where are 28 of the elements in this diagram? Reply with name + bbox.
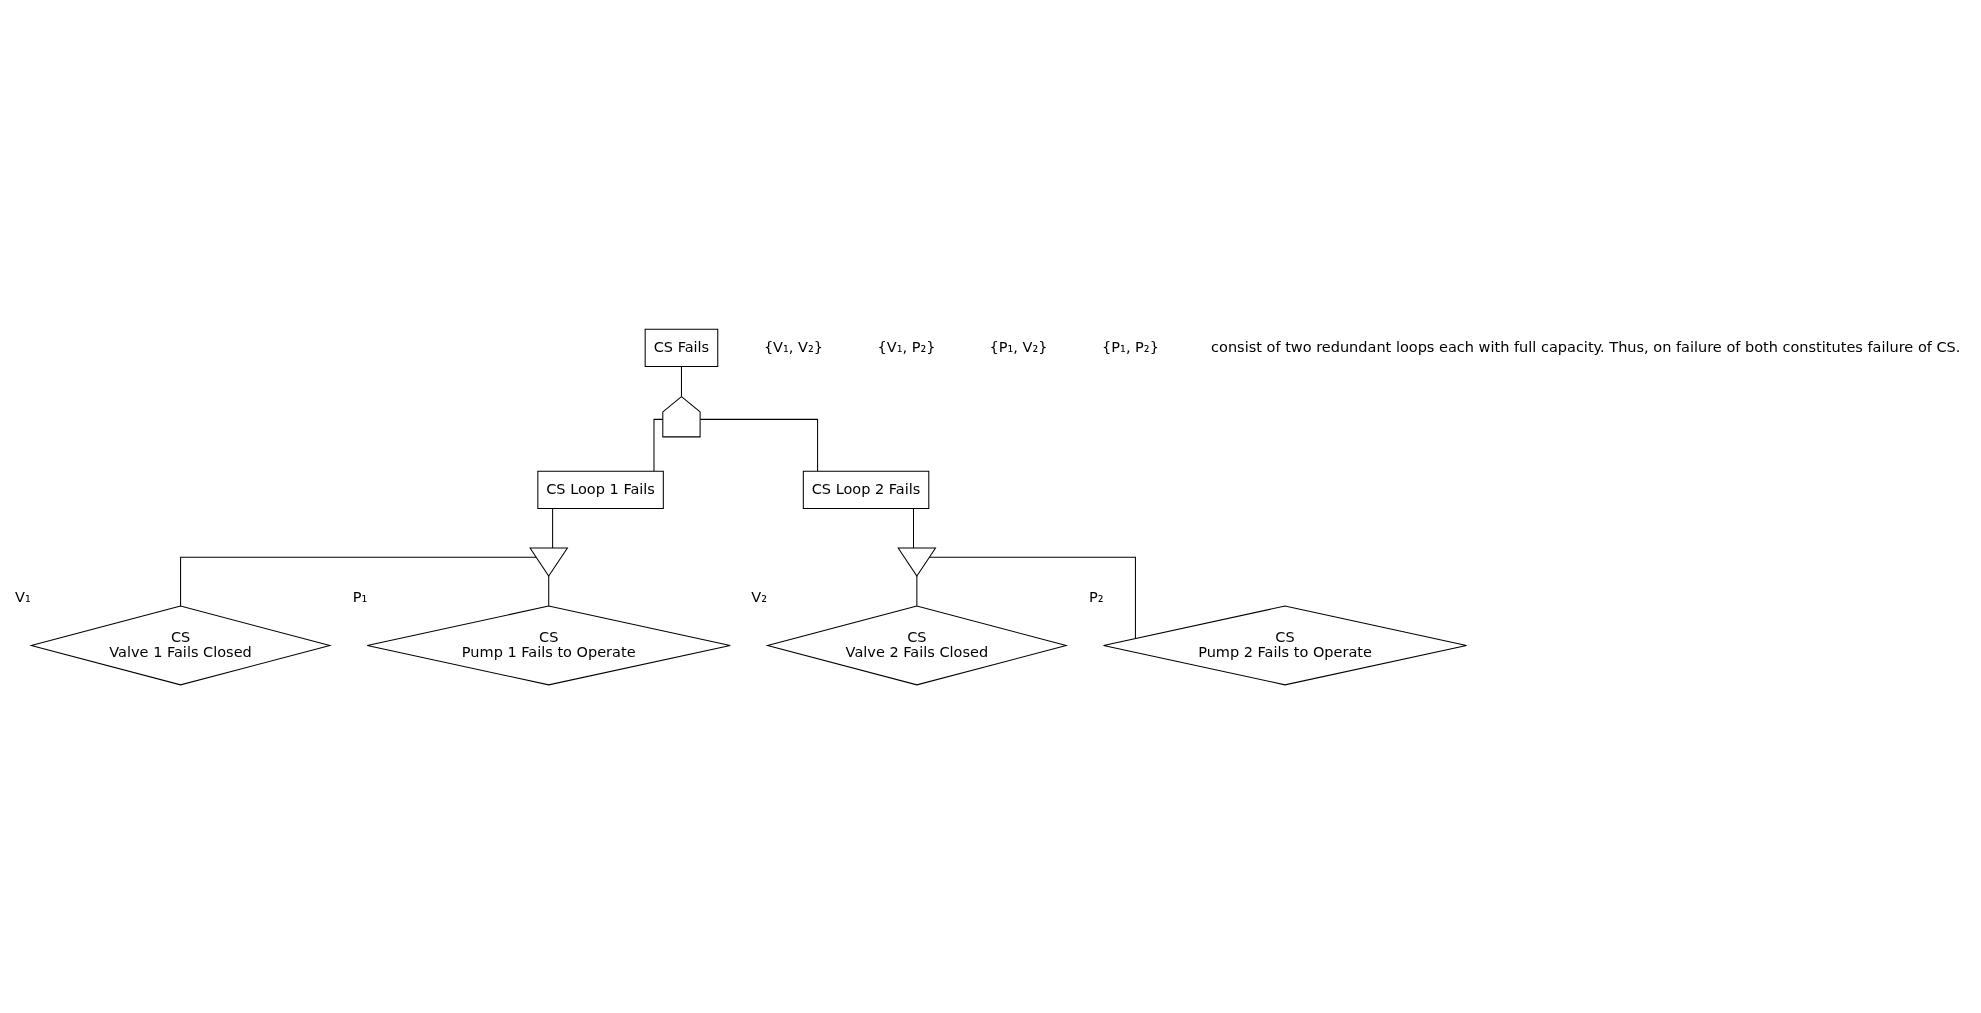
label: {V₁, P₂} (877, 338, 936, 355)
connector (916, 574, 918, 606)
connector (929, 556, 1136, 639)
node-box: CS Loop 2 Fails (802, 470, 930, 509)
label: {P₁, P₂} (1102, 338, 1159, 355)
connector (548, 574, 550, 606)
connector (180, 556, 537, 607)
node-diamond: CS Valve 2 Fails Closed (765, 605, 1069, 685)
node-box: CS Loop 1 Fails (537, 470, 664, 509)
node-label: V₂ (751, 588, 768, 605)
node-and-gate (662, 395, 701, 437)
node-label: V₁ (15, 588, 31, 605)
connector (913, 507, 914, 548)
node-diamond: CS Pump 1 Fails to Operate (366, 605, 731, 685)
node-or-gate (897, 546, 937, 577)
node-box: CS Fails (644, 328, 719, 367)
connector (653, 418, 664, 471)
node-diamond: CS Valve 1 Fails Closed (29, 605, 332, 685)
connector (552, 507, 554, 548)
node-or-gate (529, 546, 569, 577)
label: {V₁, V₂} (763, 338, 824, 355)
node-diamond: CS Pump 2 Fails to Operate (1103, 605, 1467, 685)
label: {P₁, V₂} (989, 338, 1048, 355)
connector (699, 418, 819, 471)
label: consist of two redundant loops each with full capacity. Thus, on failure of both constitutes failure of CS. (1211, 338, 1961, 355)
node-label: P₂ (1089, 588, 1104, 605)
node-label: P₁ (352, 588, 368, 605)
connector (680, 365, 682, 397)
